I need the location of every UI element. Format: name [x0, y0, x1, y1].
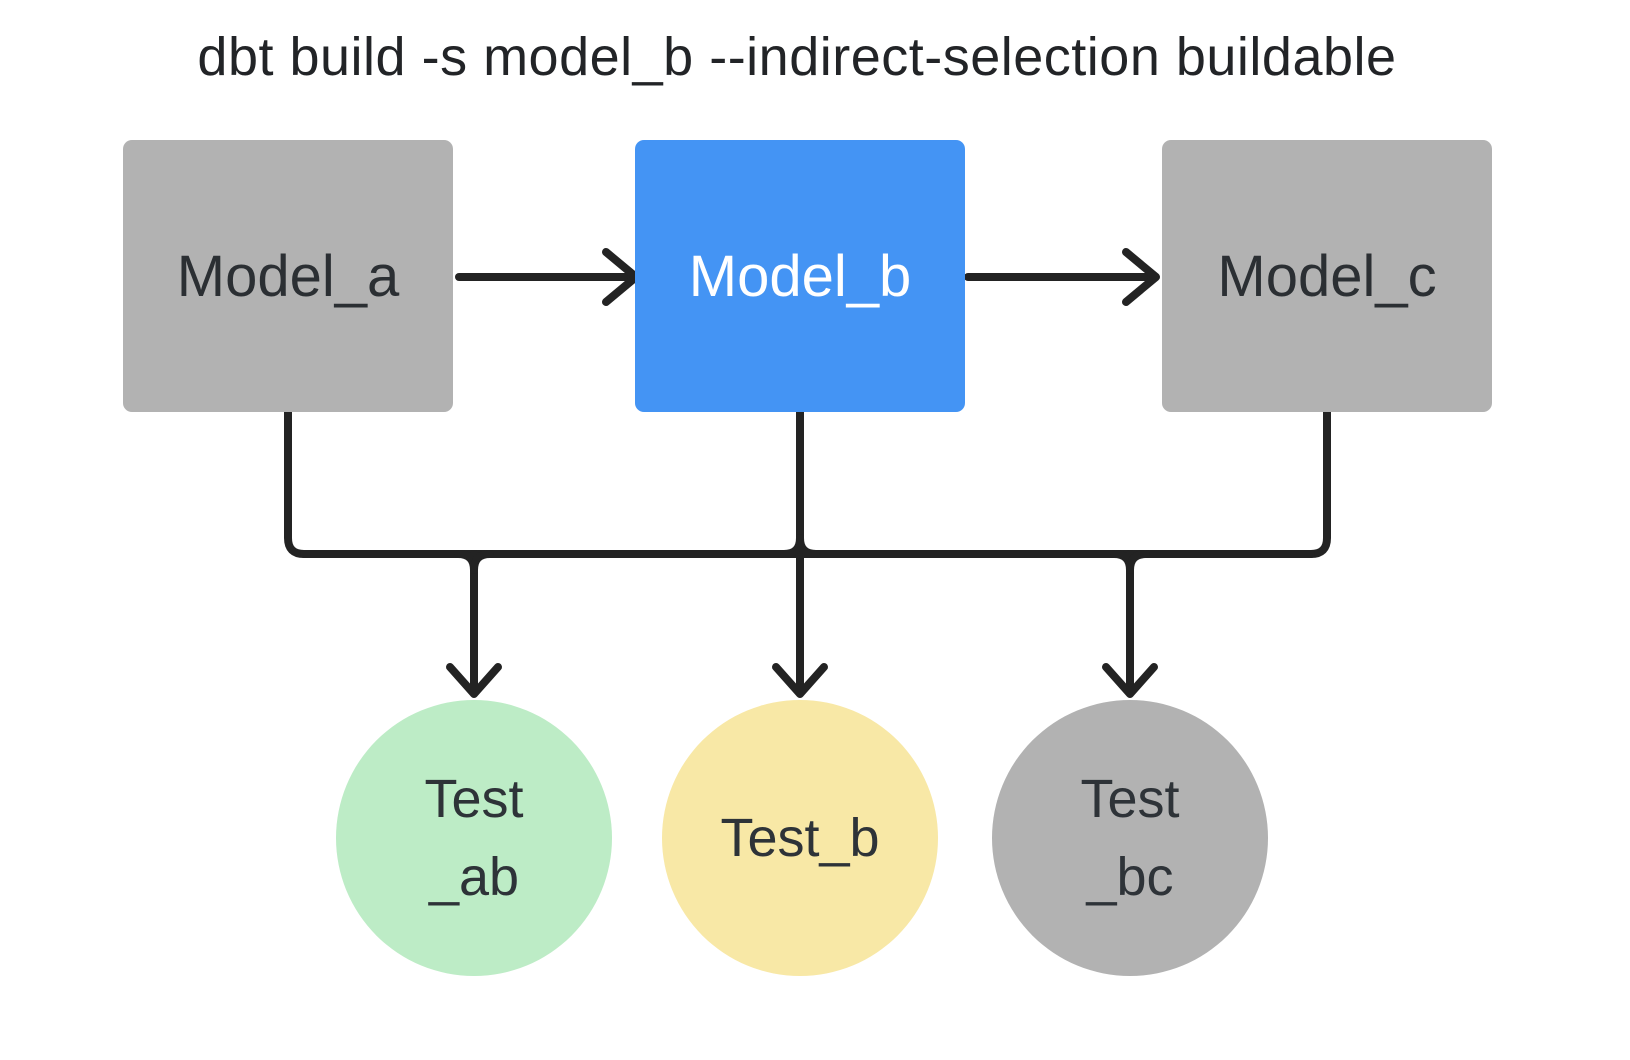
arrowhead-down-icon [446, 663, 502, 698]
node-test-b-label-line1: Test_b [720, 808, 880, 868]
node-model-a: Model_a [123, 140, 453, 412]
node-test-bc: Test _bc [992, 700, 1268, 976]
node-test-b: Test_b [662, 700, 938, 976]
arrowhead-down-icon [1102, 663, 1158, 698]
node-model-a-label: Model_a [176, 243, 400, 309]
edge-c-down-curve [1307, 408, 1331, 558]
edge-a-down-curve [284, 408, 308, 558]
node-test-ab-label-line2: _ab [428, 847, 520, 907]
edge-ab-fillet-right [470, 550, 494, 574]
arrowhead-right-icon [1122, 248, 1160, 306]
node-test-ab: Test _ab [336, 700, 612, 976]
node-model-b-selected: Model_b [635, 140, 965, 412]
arrowhead-down-icon [772, 663, 828, 698]
diagram-title: dbt build -s model_b --indirect-selectio… [197, 27, 1397, 87]
node-test-bc-label-line2: _bc [1086, 847, 1174, 907]
node-model-b-label: Model_b [688, 243, 912, 309]
node-model-c: Model_c [1162, 140, 1492, 412]
edge-strokes-group [284, 248, 1331, 698]
node-test-bc-label-line1: Test [1080, 769, 1180, 829]
edge-b-bus-fillet-right [796, 534, 820, 558]
node-model-c-label: Model_c [1217, 243, 1437, 309]
node-test-ab-label-line1: Test [424, 769, 524, 829]
edge-bc-fillet-right [1126, 550, 1150, 574]
